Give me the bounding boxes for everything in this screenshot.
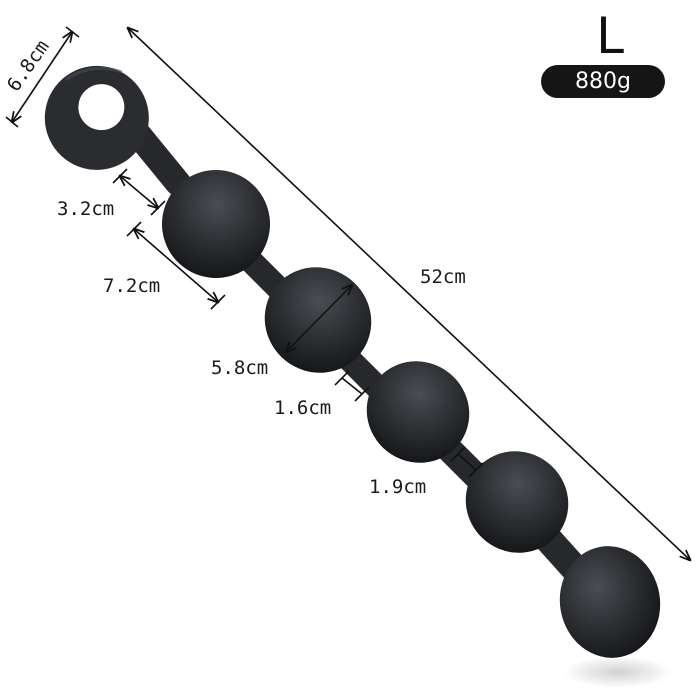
measure-lines	[5, 27, 690, 560]
neck-length-label: 3.2cm	[57, 198, 115, 220]
gap-large-label: 1.9cm	[369, 476, 427, 498]
bead-base	[559, 546, 661, 658]
base-shadow	[563, 656, 673, 688]
gap-small-label: 1.6cm	[274, 397, 332, 419]
ring-handle	[44, 65, 149, 170]
bead-length-label: 7.2cm	[103, 275, 161, 297]
total-length-label: 52cm	[420, 266, 466, 288]
bead-diameter-label: 5.8cm	[211, 357, 269, 379]
size-label: L	[596, 7, 624, 65]
weight-badge: 880g	[541, 65, 665, 98]
